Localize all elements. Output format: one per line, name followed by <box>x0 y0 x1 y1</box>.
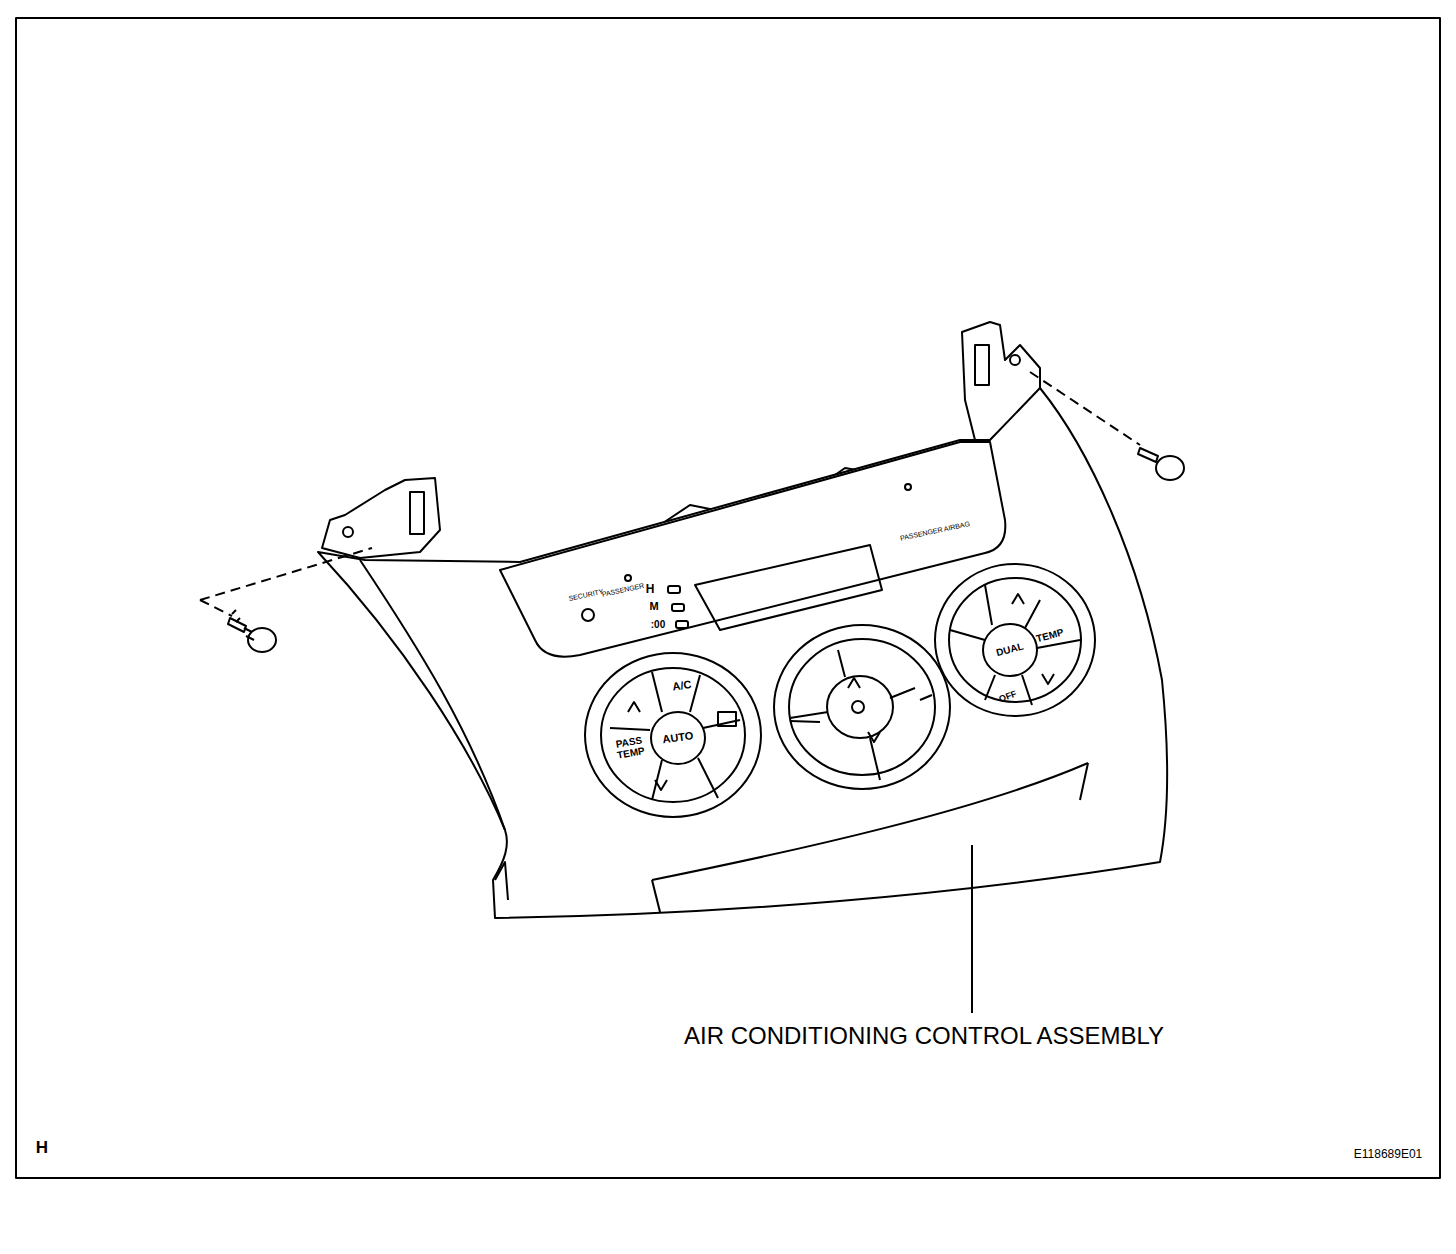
screw <box>228 610 276 652</box>
panel-edge <box>360 560 505 830</box>
part-name: AIR CONDITIONING CONTROL ASSEMBLY <box>684 1023 1164 1048</box>
install-line <box>1030 372 1140 445</box>
bracket-hole <box>343 527 353 537</box>
bracket-slot <box>975 345 989 385</box>
center-dial <box>774 625 950 789</box>
screw <box>1138 448 1184 480</box>
frame <box>16 18 1440 1178</box>
indicator <box>625 575 631 581</box>
level-letter: H <box>646 583 655 596</box>
level-led <box>668 586 680 593</box>
panel-ridge <box>652 880 660 912</box>
bracket-hole <box>1010 355 1020 365</box>
display-window <box>695 545 882 630</box>
security-led <box>582 609 594 621</box>
level-letter: M <box>649 601 658 613</box>
install-line <box>200 548 372 600</box>
install-line <box>200 600 232 616</box>
right-dial <box>935 564 1095 716</box>
level-letter: :00 <box>651 620 665 631</box>
display-band <box>500 442 1005 657</box>
panel-edge <box>495 862 508 900</box>
bracket-slot <box>410 492 424 534</box>
level-led <box>672 604 684 611</box>
figure-code: E118689E01 <box>1354 1148 1423 1161</box>
level-led <box>676 621 688 628</box>
leader-line <box>971 845 973 1013</box>
bracket <box>322 478 440 558</box>
indicator <box>905 484 911 490</box>
view-letter: H <box>36 1139 48 1157</box>
panel-face <box>318 388 1167 918</box>
panel-ridge <box>1080 763 1088 800</box>
left-dial <box>585 653 761 817</box>
